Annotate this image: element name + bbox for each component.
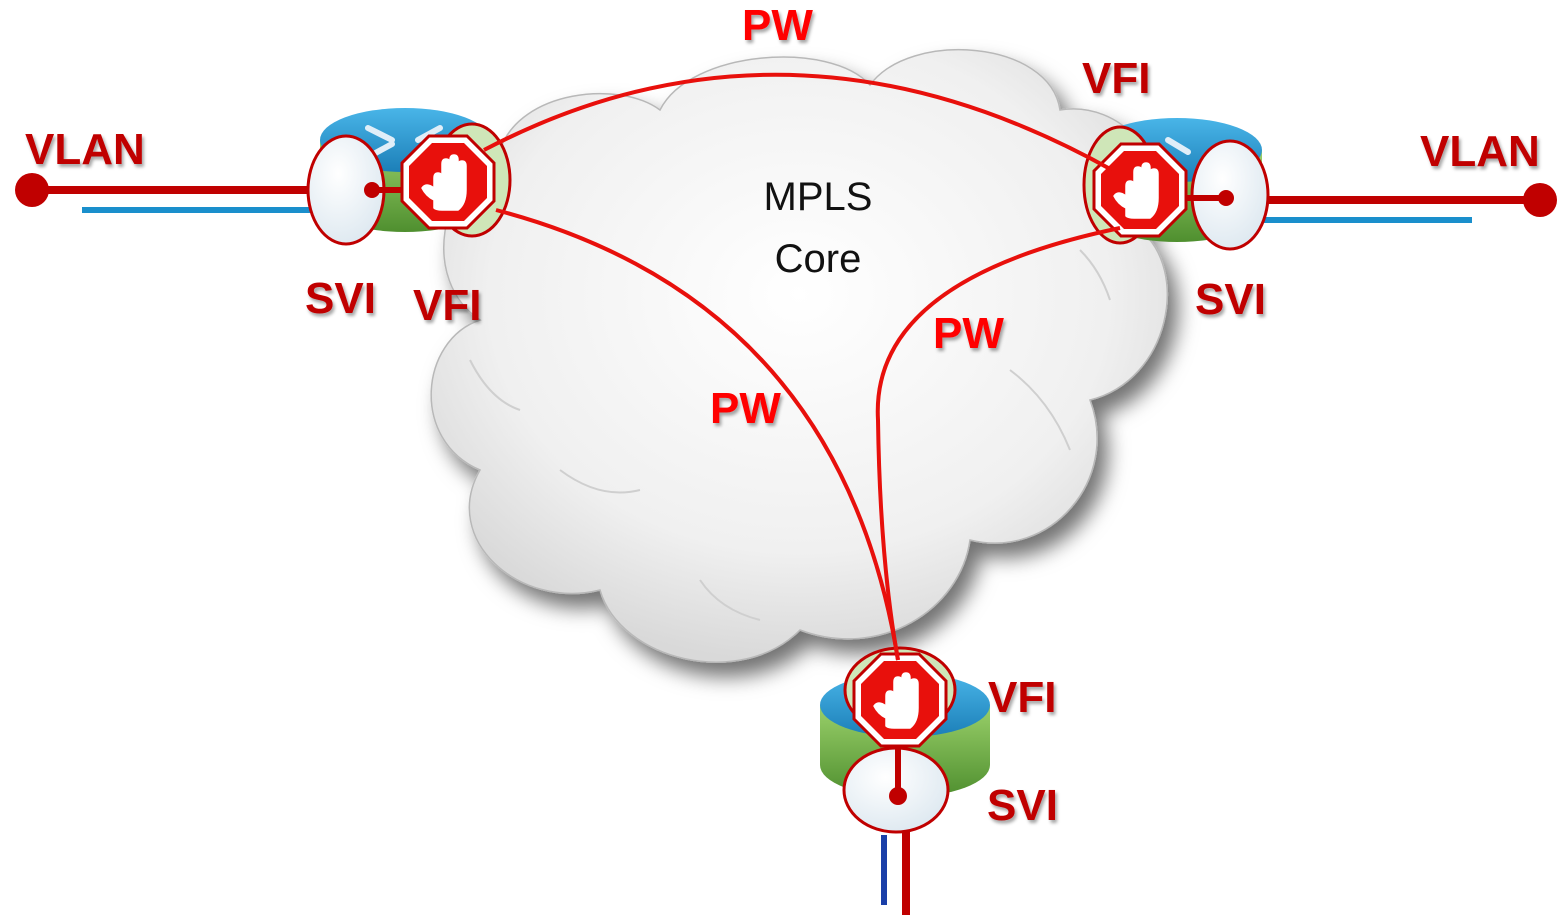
vlan-link-right (1230, 183, 1557, 223)
vfi-bottom-label: VFI (988, 673, 1056, 722)
vlan-right-label: VLAN (1420, 127, 1540, 176)
core-label-line1: MPLS (764, 175, 873, 219)
router-bottom (820, 646, 990, 834)
core-label-line2: Core (775, 237, 862, 281)
vlan-link-left (15, 173, 330, 213)
stop-hand-icon (400, 134, 496, 230)
svi-left-label: SVI (305, 274, 376, 323)
pw-left-bottom (495, 208, 900, 661)
router-right (1082, 118, 1270, 251)
pw-top-label: PW (742, 1, 813, 50)
svi-bottom-label: SVI (987, 781, 1058, 830)
vfi-right-label: VFI (1082, 54, 1150, 103)
router-left (306, 108, 512, 246)
cloud-icon (430, 49, 1168, 663)
vfi-left-label: VFI (413, 281, 481, 330)
pseudowires (483, 72, 1121, 661)
pw-right-label: PW (933, 309, 1004, 358)
svi-right-label: SVI (1195, 275, 1266, 324)
pw-right-bottom (875, 226, 1121, 661)
vlan-left-label: VLAN (25, 125, 145, 174)
pw-left-label: PW (710, 384, 781, 433)
mpls-core-cloud (430, 49, 1168, 663)
pw-left-right (483, 72, 1113, 172)
stop-hand-icon (1092, 142, 1188, 238)
stop-hand-icon (852, 652, 948, 748)
